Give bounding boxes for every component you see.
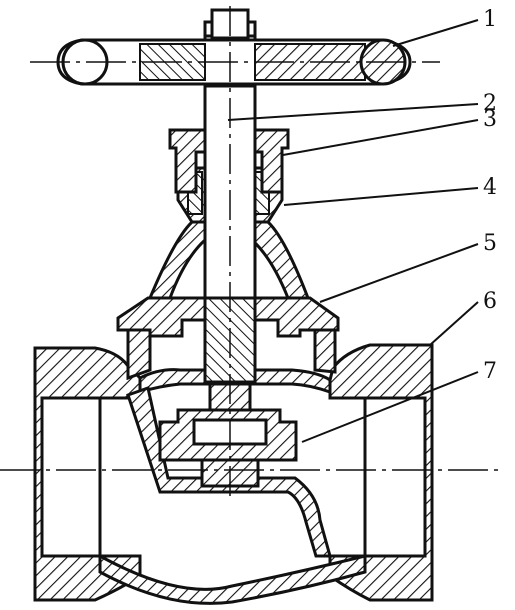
callout-3: 3 — [483, 107, 497, 132]
callout-2: 2 — [483, 91, 497, 116]
leader-4 — [283, 187, 479, 206]
callout-5: 5 — [483, 231, 497, 256]
leader-2 — [227, 103, 479, 121]
callout-6: 6 — [483, 289, 497, 314]
leader-6 — [429, 301, 479, 346]
gland-nut — [168, 128, 290, 194]
callout-1: 1 — [483, 7, 497, 32]
center-lines — [0, 6, 500, 498]
callout-7: 7 — [483, 359, 497, 384]
callout-labels: 1 2 3 4 5 6 7 — [483, 7, 497, 384]
leader-7 — [301, 371, 479, 443]
leader-3 — [282, 119, 479, 156]
leader-1 — [392, 19, 479, 47]
leader-5 — [319, 243, 479, 303]
leader-lines — [227, 19, 479, 443]
callout-4: 4 — [483, 175, 497, 200]
valve-body — [33, 315, 434, 605]
